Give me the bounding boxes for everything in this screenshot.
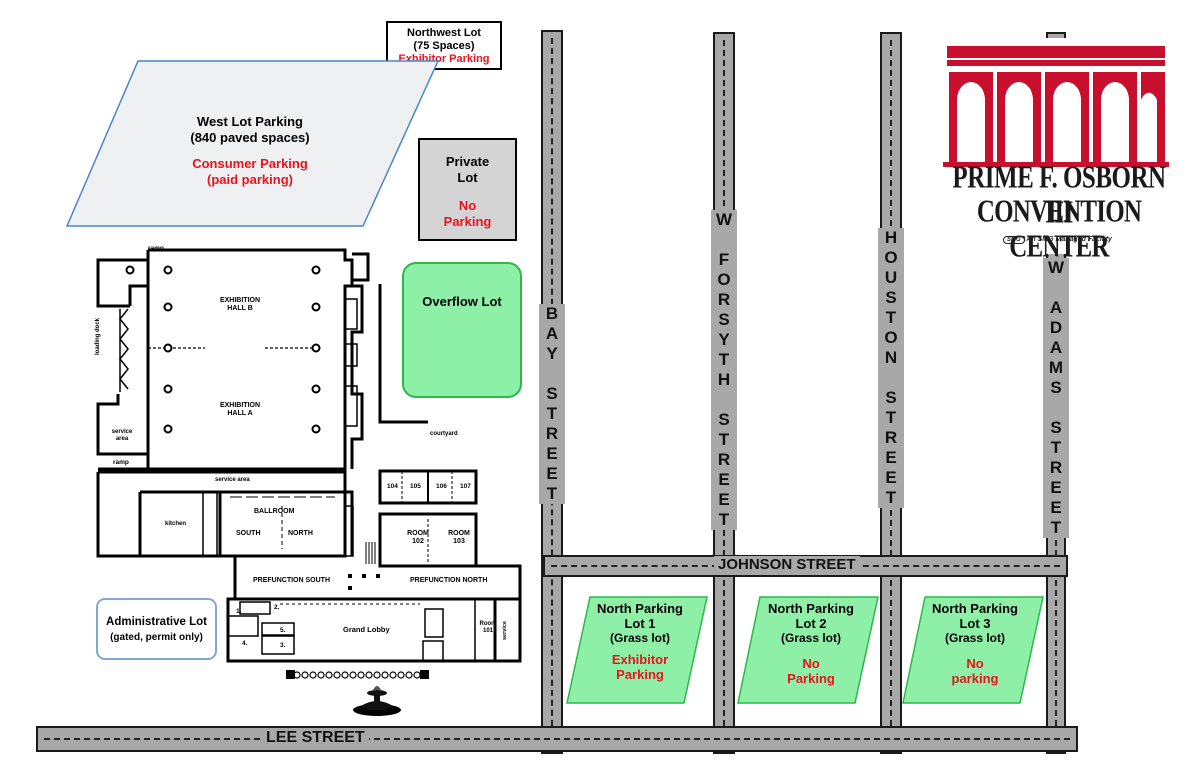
logo-tagline: An SMG Managed Facility (1026, 236, 1112, 243)
office-4-label: 4. (242, 640, 248, 647)
service-area-mid-label: service area (215, 477, 250, 483)
north-lot-1-use2: Parking (616, 667, 664, 682)
exhibition-hall-a-label: EXHIBITION HALL A (219, 402, 261, 417)
grand-lobby-label: Grand Lobby (343, 625, 390, 634)
smg-badge: SMG (1003, 236, 1025, 244)
lee-street-road (36, 726, 1078, 752)
west-lot-use: Consumer Parking (192, 156, 308, 171)
private-lot-title: Private (445, 154, 490, 169)
loading-dock-label: loading dock (95, 317, 101, 355)
north-lot-2-use: No (802, 656, 820, 671)
courtyard-label: courtyard (430, 431, 458, 437)
office-5-label: 5. (280, 627, 286, 634)
administrative-lot-title: Administrative Lot (106, 616, 207, 628)
prefunction-north-label: PREFUNCTION NORTH (410, 577, 488, 584)
room-102-label: ROOM 102 (407, 530, 429, 545)
administrative-lot-note: (gated, permit only) (110, 632, 203, 643)
logo-line-1: PRIME F. OSBORN III (952, 161, 1166, 230)
administrative-lot[interactable]: Administrative Lot (gated, permit only) (96, 598, 217, 660)
north-lot-3-shape[interactable] (900, 594, 1046, 706)
room-103-label: ROOM 103 (448, 530, 470, 545)
private-lot-subtitle: Lot (457, 170, 478, 185)
private-lot-parking: Parking (443, 214, 492, 229)
room-107-label: 107 (460, 483, 471, 490)
ballroom-label: BALLROOM (254, 508, 295, 515)
north-lot-3-title: North Parking (932, 601, 1018, 616)
bay-street-label: B A Y S T R E E T (539, 304, 565, 504)
ballroom-north-label: NORTH (288, 530, 313, 537)
north-lot-3-number: Lot 3 (959, 616, 991, 631)
logo-line-2: CONVENTION CENTER (976, 195, 1142, 264)
office-2-label: 2. (274, 604, 280, 611)
west-lot-title: West Lot Parking (197, 114, 303, 129)
north-lot-3-use2: parking (951, 671, 999, 686)
north-lot-2-text: North Parking Lot 2 (Grass lot) No Parki… (755, 601, 867, 686)
ballroom-south-label: SOUTH (236, 530, 261, 537)
room-105-label: 105 (410, 483, 421, 490)
north-lot-1-number: Lot 1 (624, 616, 656, 631)
floor-plan (96, 248, 522, 716)
room-101-label: Room 101 (479, 621, 497, 634)
private-lot[interactable]: Private Lot No Parking (418, 138, 517, 241)
prefunction-south-label: PREFUNCTION SOUTH (253, 577, 330, 584)
north-lot-1-text: North Parking Lot 1 (Grass lot) Exhibito… (584, 601, 696, 682)
adams-street-label: W A D A M S S T R E E T (1043, 258, 1069, 538)
north-lot-1-shape[interactable] (564, 594, 710, 706)
fountain-icon (353, 686, 401, 716)
west-lot-text: West Lot Parking (840 paved spaces) Cons… (170, 114, 330, 188)
northwest-lot-capacity: (75 Spaces) (413, 40, 475, 52)
north-lot-2-number: Lot 2 (795, 616, 827, 631)
service-right-label: service (502, 621, 508, 640)
north-lot-3-use: No (966, 656, 984, 671)
logo-tagline-row: SMG An SMG Managed Facility (1003, 236, 1112, 244)
exhibition-hall-b-label: EXHIBITION HALL B (219, 297, 261, 312)
private-lot-no: No (458, 198, 477, 213)
logo-arches-icon (943, 46, 1169, 167)
west-lot-shape[interactable] (60, 58, 442, 230)
kitchen-label: kitchen (165, 521, 187, 527)
north-lot-3-type: (Grass lot) (944, 631, 1005, 645)
north-lot-1-type: (Grass lot) (609, 631, 670, 645)
north-lot-2-type: (Grass lot) (780, 631, 841, 645)
houston-street-label: H O U S T O N S T R E E T (878, 228, 904, 508)
northwest-lot-title: Northwest Lot (407, 27, 481, 39)
office-1-label: 1. (236, 608, 242, 615)
north-lot-2-use2: Parking (787, 671, 835, 686)
service-area-left-label: service area (111, 429, 133, 442)
west-lot-capacity: (840 paved spaces) (190, 130, 310, 145)
north-lot-2-shape[interactable] (735, 594, 881, 706)
west-lot-note: (paid parking) (207, 172, 293, 187)
lee-street-label: LEE STREET (262, 729, 369, 746)
north-lot-1-use: Exhibitor (611, 652, 669, 667)
convention-center-logo: PRIME F. OSBORN III CONVENTION CENTER SM… (935, 38, 1179, 264)
north-lot-1-title: North Parking (597, 601, 683, 616)
ramp-top-label: ramp (148, 245, 164, 252)
johnson-street-label: JOHNSON STREET (714, 556, 860, 573)
forsyth-street-label: W F O R S Y T H S T R E E T (711, 210, 737, 530)
overflow-lot-label: Overflow Lot (422, 294, 502, 309)
room-104-label: 104 (387, 483, 398, 490)
room-106-label: 106 (436, 483, 447, 490)
north-lot-2-title: North Parking (768, 601, 854, 616)
ramp-bottom-label: ramp (113, 459, 129, 466)
north-lot-3-text: North Parking Lot 3 (Grass lot) No parki… (919, 601, 1031, 686)
office-3-label: 3. (280, 642, 286, 649)
overflow-lot[interactable]: Overflow Lot (402, 262, 522, 398)
